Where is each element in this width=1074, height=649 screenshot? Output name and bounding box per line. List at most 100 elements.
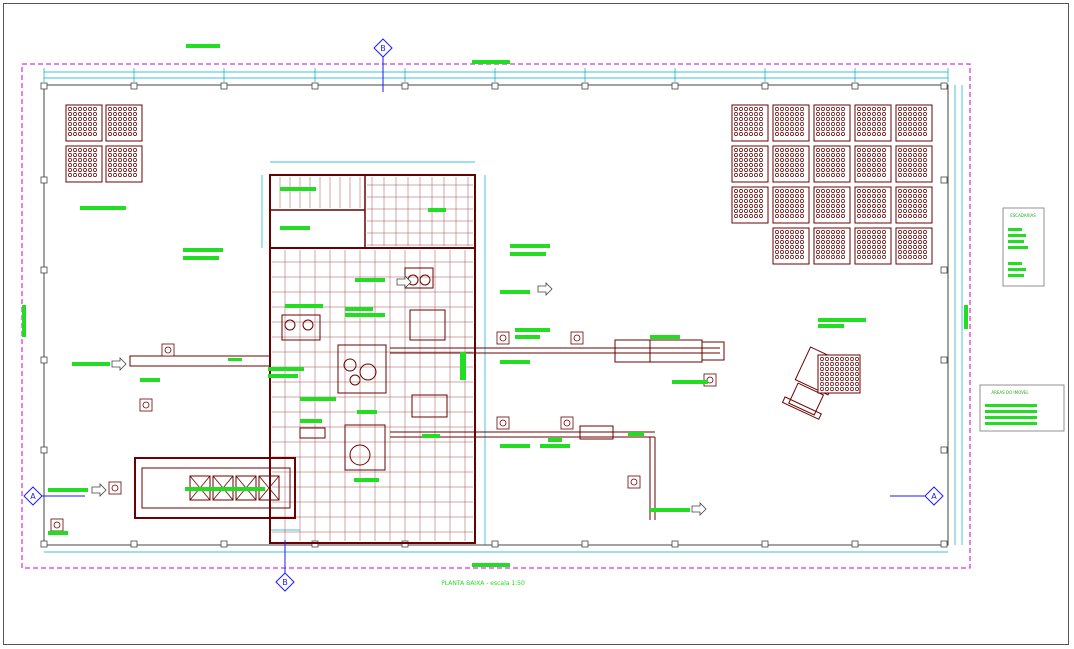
pattern-dot — [857, 240, 861, 244]
pattern-dot — [816, 148, 820, 152]
pattern-dot — [785, 189, 789, 193]
pattern-dot — [123, 173, 127, 177]
pattern-dot — [68, 122, 72, 126]
pattern-dot — [795, 153, 799, 157]
pattern-dot — [913, 163, 917, 167]
pattern-dot — [841, 250, 845, 254]
pattern-dot — [882, 107, 886, 111]
pattern-dot — [780, 112, 784, 116]
pattern-dot — [845, 357, 849, 361]
pattern-dot — [862, 214, 866, 218]
pattern-dot — [855, 372, 859, 376]
chair — [560, 416, 574, 430]
pattern-dot — [857, 148, 861, 152]
pattern-dot — [831, 255, 835, 259]
pattern-dot — [867, 199, 871, 203]
green-label — [285, 304, 323, 308]
pattern-dot — [734, 209, 738, 213]
pattern-dot — [739, 168, 743, 172]
pattern-dot — [785, 117, 789, 121]
pattern-dot — [850, 387, 854, 391]
pattern-dot — [73, 132, 77, 136]
pattern-dot — [903, 199, 907, 203]
pattern-dot — [113, 168, 117, 172]
pattern-dot — [826, 168, 830, 172]
pattern-dot — [73, 163, 77, 167]
pattern-dot — [128, 168, 132, 172]
pattern-dot — [850, 367, 854, 371]
pattern-dot — [785, 250, 789, 254]
pattern-dot — [133, 148, 137, 152]
pattern-dot — [882, 189, 886, 193]
column — [40, 266, 48, 274]
pattern-dot — [908, 255, 912, 259]
pattern-dot — [825, 377, 829, 381]
pattern-dot — [749, 122, 753, 126]
pattern-dot — [918, 214, 922, 218]
pattern-dot — [118, 132, 122, 136]
pattern-dot — [78, 107, 82, 111]
pattern-dot — [831, 235, 835, 239]
pattern-dot — [840, 362, 844, 366]
green-label — [540, 444, 570, 448]
pattern-dot — [759, 194, 763, 198]
pattern-dot — [903, 117, 907, 121]
pattern-dot — [816, 158, 820, 162]
pattern-dot — [857, 235, 861, 239]
green-label — [472, 60, 510, 64]
column — [671, 82, 679, 90]
pattern-dot — [128, 148, 132, 152]
pattern-dot — [785, 153, 789, 157]
pattern-dot — [88, 132, 92, 136]
pattern-dot — [825, 357, 829, 361]
pattern-dot — [898, 122, 902, 126]
pattern-dot — [841, 117, 845, 121]
pattern-dot — [780, 173, 784, 177]
pattern-dot — [835, 362, 839, 366]
pattern-dot — [795, 122, 799, 126]
pattern-dot — [845, 387, 849, 391]
pattern-dot — [867, 148, 871, 152]
pattern-dot — [734, 153, 738, 157]
pattern-dot — [775, 194, 779, 198]
pattern-dot — [867, 255, 871, 259]
pattern-dot — [903, 194, 907, 198]
chair-seat — [53, 521, 61, 529]
pattern-dot — [744, 189, 748, 193]
chair-seat — [573, 334, 581, 342]
pattern-dot — [913, 194, 917, 198]
pattern-dot — [877, 112, 881, 116]
pattern-dot — [118, 158, 122, 162]
pattern-dot — [867, 158, 871, 162]
pattern-dot — [857, 127, 861, 131]
pattern-dot — [795, 112, 799, 116]
pattern-dot — [903, 127, 907, 131]
pattern-dot — [877, 163, 881, 167]
pattern-dot — [836, 199, 840, 203]
pattern-dot — [898, 199, 902, 203]
pattern-dot — [918, 148, 922, 152]
pattern-dot — [78, 148, 82, 152]
pattern-dot — [800, 148, 804, 152]
pattern-dot — [841, 245, 845, 249]
pattern-dot — [133, 163, 137, 167]
pattern-dot — [877, 214, 881, 218]
pattern-dot — [872, 250, 876, 254]
pattern-dot — [744, 127, 748, 131]
pattern-dot — [872, 153, 876, 157]
pattern-dot — [744, 173, 748, 177]
pattern-dot — [845, 382, 849, 386]
pattern-dot — [872, 107, 876, 111]
pattern-dot — [867, 250, 871, 254]
pattern-dot — [825, 387, 829, 391]
pattern-dot — [795, 132, 799, 136]
pattern-dot — [93, 168, 97, 172]
pattern-dot — [790, 199, 794, 203]
pattern-dot — [790, 173, 794, 177]
pattern-dot — [872, 209, 876, 213]
column — [671, 540, 679, 548]
pattern-dot — [872, 204, 876, 208]
pattern-dot — [759, 214, 763, 218]
pattern-dot — [855, 362, 859, 366]
pattern-dot — [118, 127, 122, 131]
